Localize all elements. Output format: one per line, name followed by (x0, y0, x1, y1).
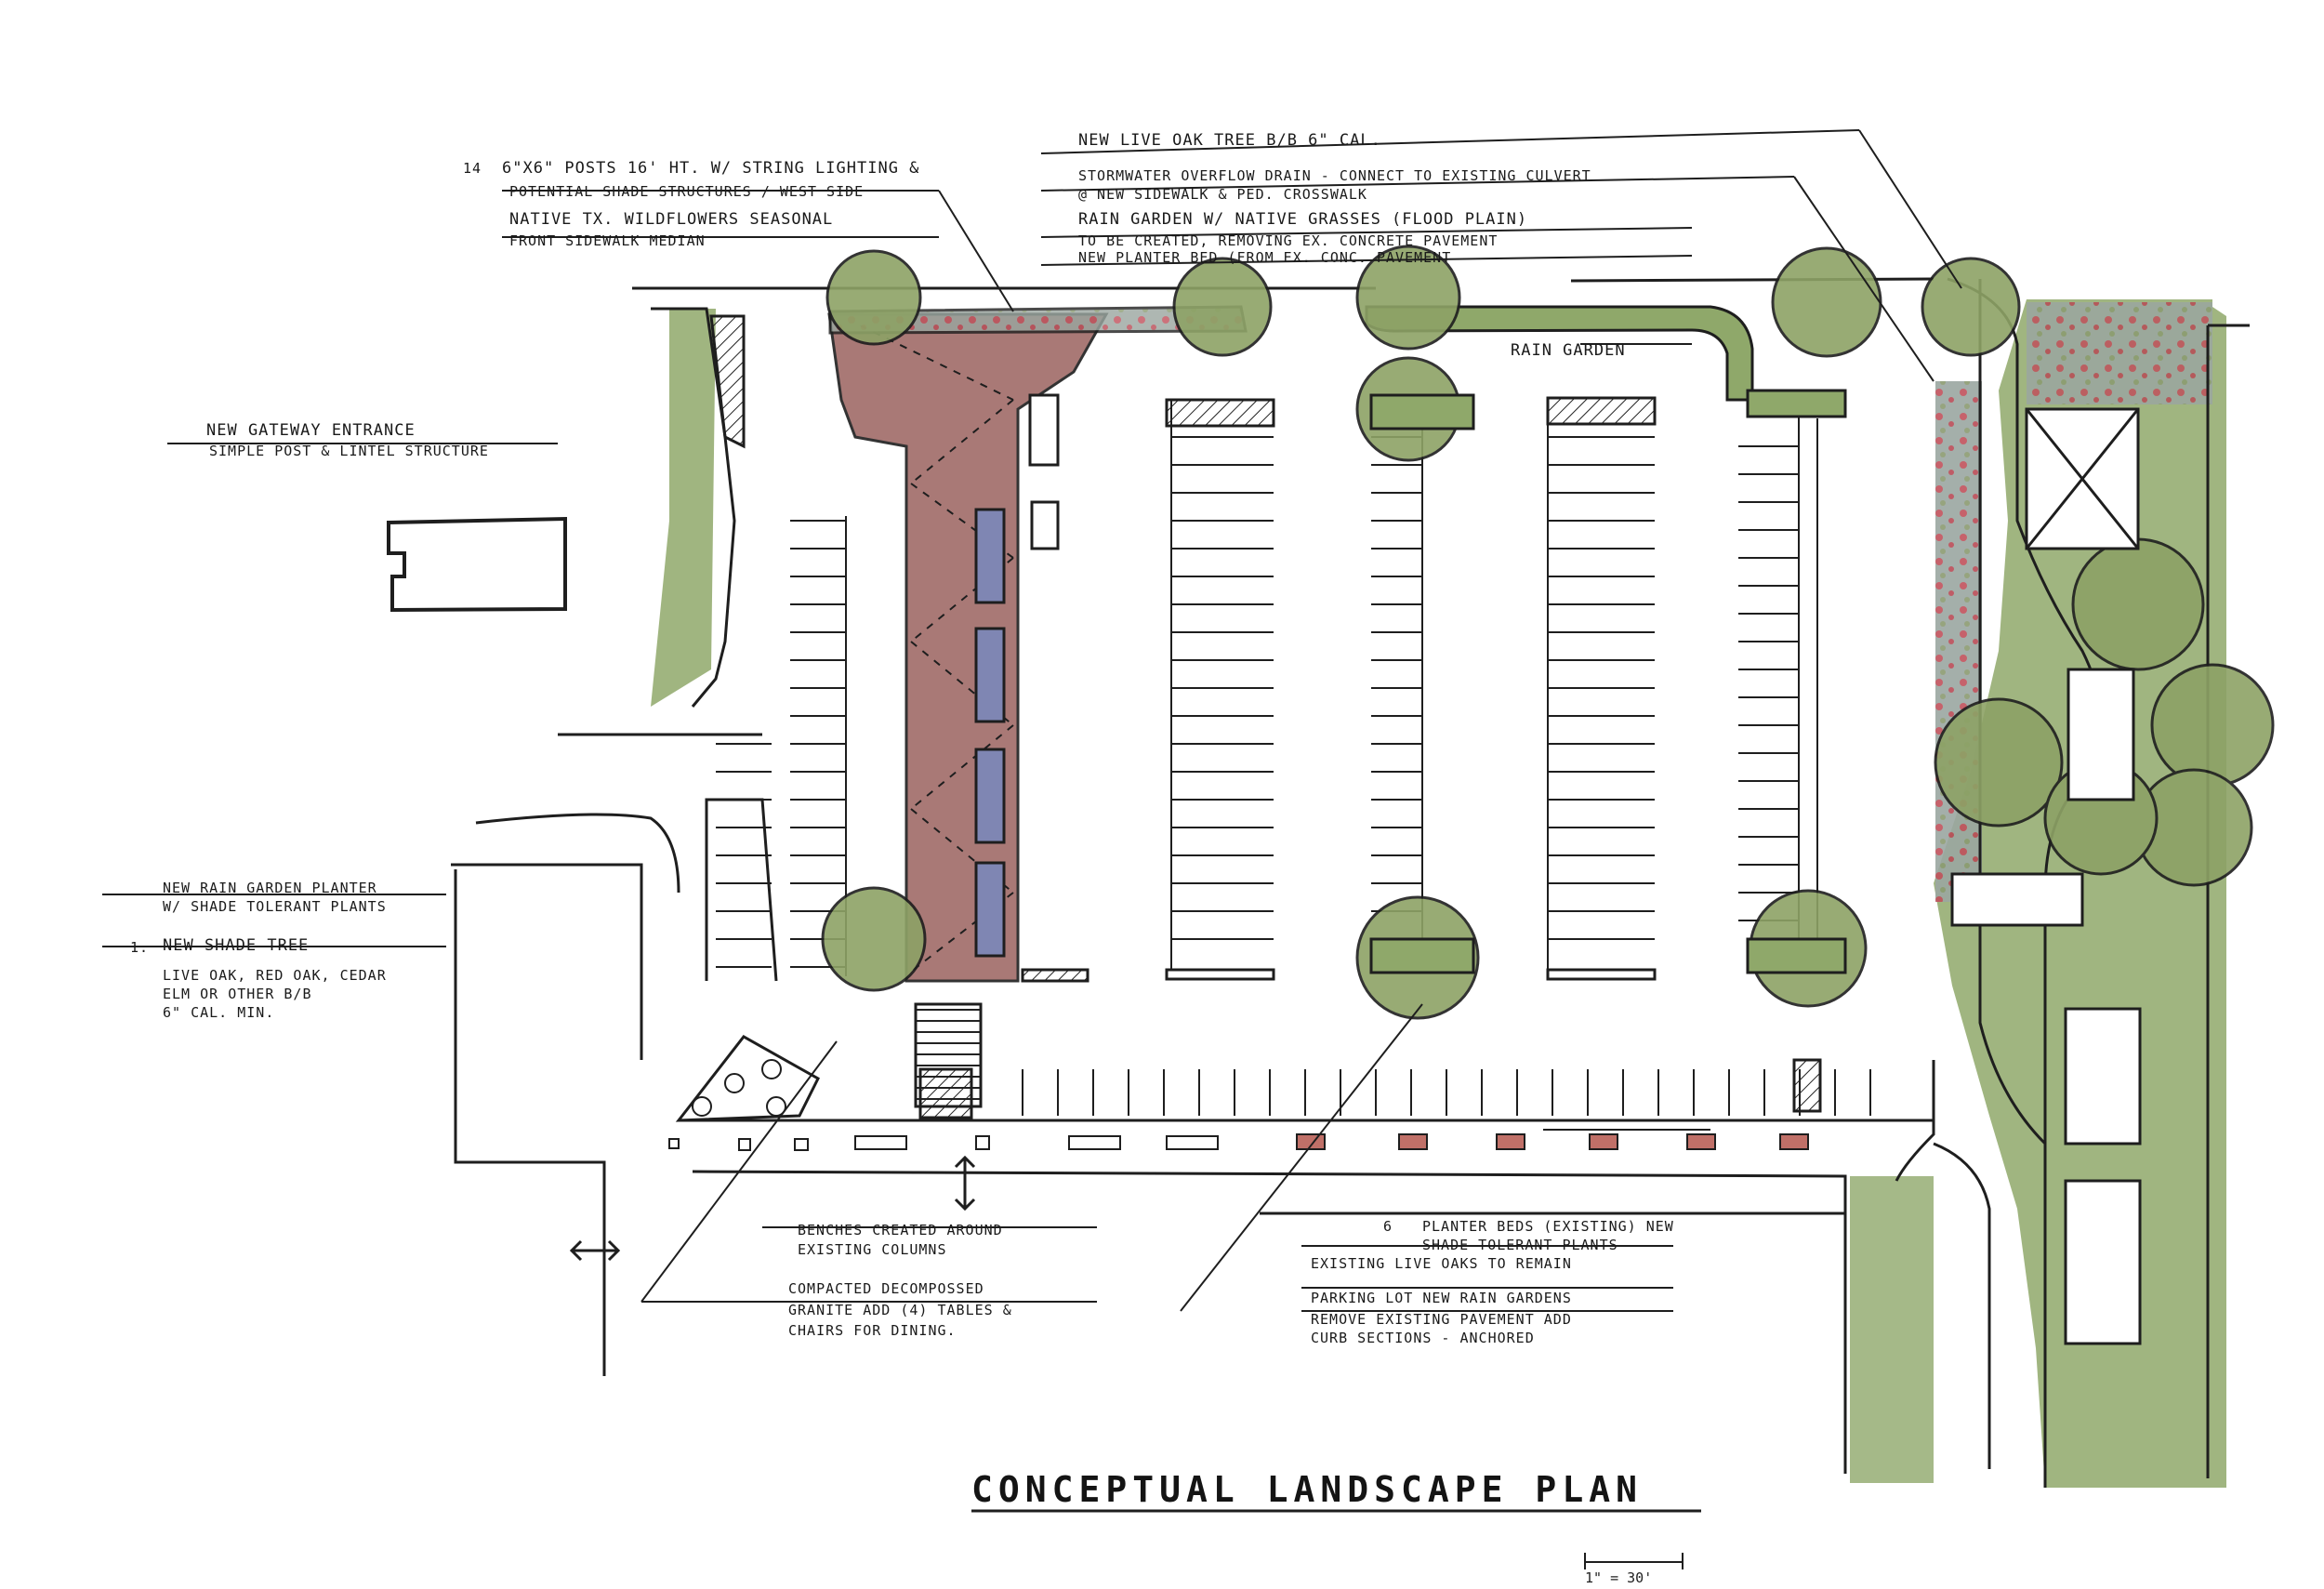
pedestrian-arrows (569, 1155, 976, 1262)
note-posts-number: 14 (463, 160, 482, 177)
note-beds-line2: SHADE TOLERANT PLANTS (1422, 1237, 1618, 1253)
note-wildflowers-line2: FRONT SIDEWALK MEDIAN (509, 232, 706, 249)
building-footprint (387, 516, 567, 613)
note-beds-number: 6 (1383, 1218, 1393, 1235)
note-rain-line2: TO BE CREATED, REMOVING EX. CONCRETE PAV… (1078, 232, 1499, 249)
note-rain-line1: RAIN GARDEN W/ NATIVE GRASSES (FLOOD PLA… (1078, 210, 1528, 229)
tree-front-3 (1355, 245, 1461, 351)
south-east-lawn (1850, 1176, 1934, 1483)
note-granite-line3: CHAIRS FOR DINING. (788, 1322, 957, 1339)
note-granite-line1: COMPACTED DECOMPOSSED (788, 1280, 984, 1297)
tree-lawn-3 (2150, 663, 2275, 788)
tree-front-1 (825, 249, 922, 346)
note-shade-line3: ELM OR OTHER B/B (163, 986, 312, 1002)
tree-front-2 (1172, 257, 1273, 357)
note-rain-garden: RAIN GARDEN (1511, 341, 1626, 360)
sidewalk-beds (668, 1133, 1809, 1151)
tree-lawn-2 (2071, 537, 2205, 671)
note-posts-line1: 6"x6" POSTS 16' HT. W/ STRING LIGHTING & (502, 159, 920, 178)
note-lot-line3: CURB SECTIONS - ANCHORED (1311, 1330, 1535, 1346)
parking-islands (709, 314, 1822, 1119)
plan-title: CONCEPTUAL LANDSCAPE PLAN (971, 1469, 1643, 1510)
east-buildings (1950, 407, 2142, 1345)
note-gateway-line1: NEW GATEWAY ENTRANCE (206, 421, 416, 440)
plaza (827, 312, 1109, 983)
tree-front-4 (1771, 246, 1882, 358)
note-rain-line3: NEW PLANTER BED (FROM EX. CONC. PAVEMENT (1078, 249, 1452, 266)
note-beds-line1: PLANTER BEDS (EXISTING) NEW (1422, 1218, 1674, 1235)
note-storm-line1: STORMWATER OVERFLOW DRAIN - CONNECT TO E… (1078, 167, 1591, 184)
tree-east-1 (1921, 257, 2021, 357)
west-lawn (651, 309, 716, 707)
note-shade-number: 1. (130, 939, 150, 956)
note-gateway-line2: SIMPLE POST & LINTEL STRUCTURE (209, 443, 489, 459)
scale-label: 1" = 30' (1585, 1569, 1653, 1586)
note-planter-line1: NEW RAIN GARDEN PLANTER (163, 880, 377, 896)
note-shade-line1: NEW SHADE TREE (163, 936, 310, 955)
drainage-strip (1935, 381, 1982, 902)
plaza-kiosk-2 (1030, 500, 1060, 550)
tree-planter (821, 886, 927, 992)
east-flower-bed (2027, 302, 2212, 404)
note-wildflowers-line1: NATIVE TX. WILDFLOWERS SEASONAL (509, 210, 834, 229)
scale-bar (1584, 1553, 1684, 1569)
note-live-oak: NEW LIVE OAK TREE B/B 6" CAL. (1078, 131, 1381, 150)
note-benches-line2: EXISTING COLUMNS (798, 1241, 947, 1258)
note-beds-line3: EXISTING LIVE OAKS TO REMAIN (1311, 1255, 1572, 1272)
note-shade-line2: LIVE OAK, RED OAK, CEDAR (163, 967, 387, 984)
plaza-benches (974, 508, 1006, 958)
note-lot-line2: REMOVE EXISTING PAVEMENT ADD (1311, 1311, 1572, 1328)
island-planters (1369, 389, 1847, 974)
plaza-kiosk (1028, 393, 1060, 467)
tree-lawn-1 (1934, 697, 2064, 828)
dining-tables (692, 1059, 786, 1117)
leader-lines (102, 129, 1962, 1312)
note-storm-line2: @ NEW SIDEWALK & PED. CROSSWALK (1078, 186, 1367, 203)
note-granite-line2: GRANITE ADD (4) TABLES & (788, 1302, 1012, 1318)
note-posts-line2: POTENTIAL SHADE STRUCTURES / WEST SIDE (509, 183, 865, 200)
note-shade-line4: 6" CAL. MIN. (163, 1004, 275, 1021)
note-planter-line2: W/ SHADE TOLERANT PLANTS (163, 898, 387, 915)
note-benches-line1: BENCHES CREATED AROUND (798, 1222, 1003, 1238)
stall-lines (716, 436, 1871, 1116)
note-lot-line1: PARKING LOT NEW RAIN GARDENS (1311, 1290, 1572, 1306)
